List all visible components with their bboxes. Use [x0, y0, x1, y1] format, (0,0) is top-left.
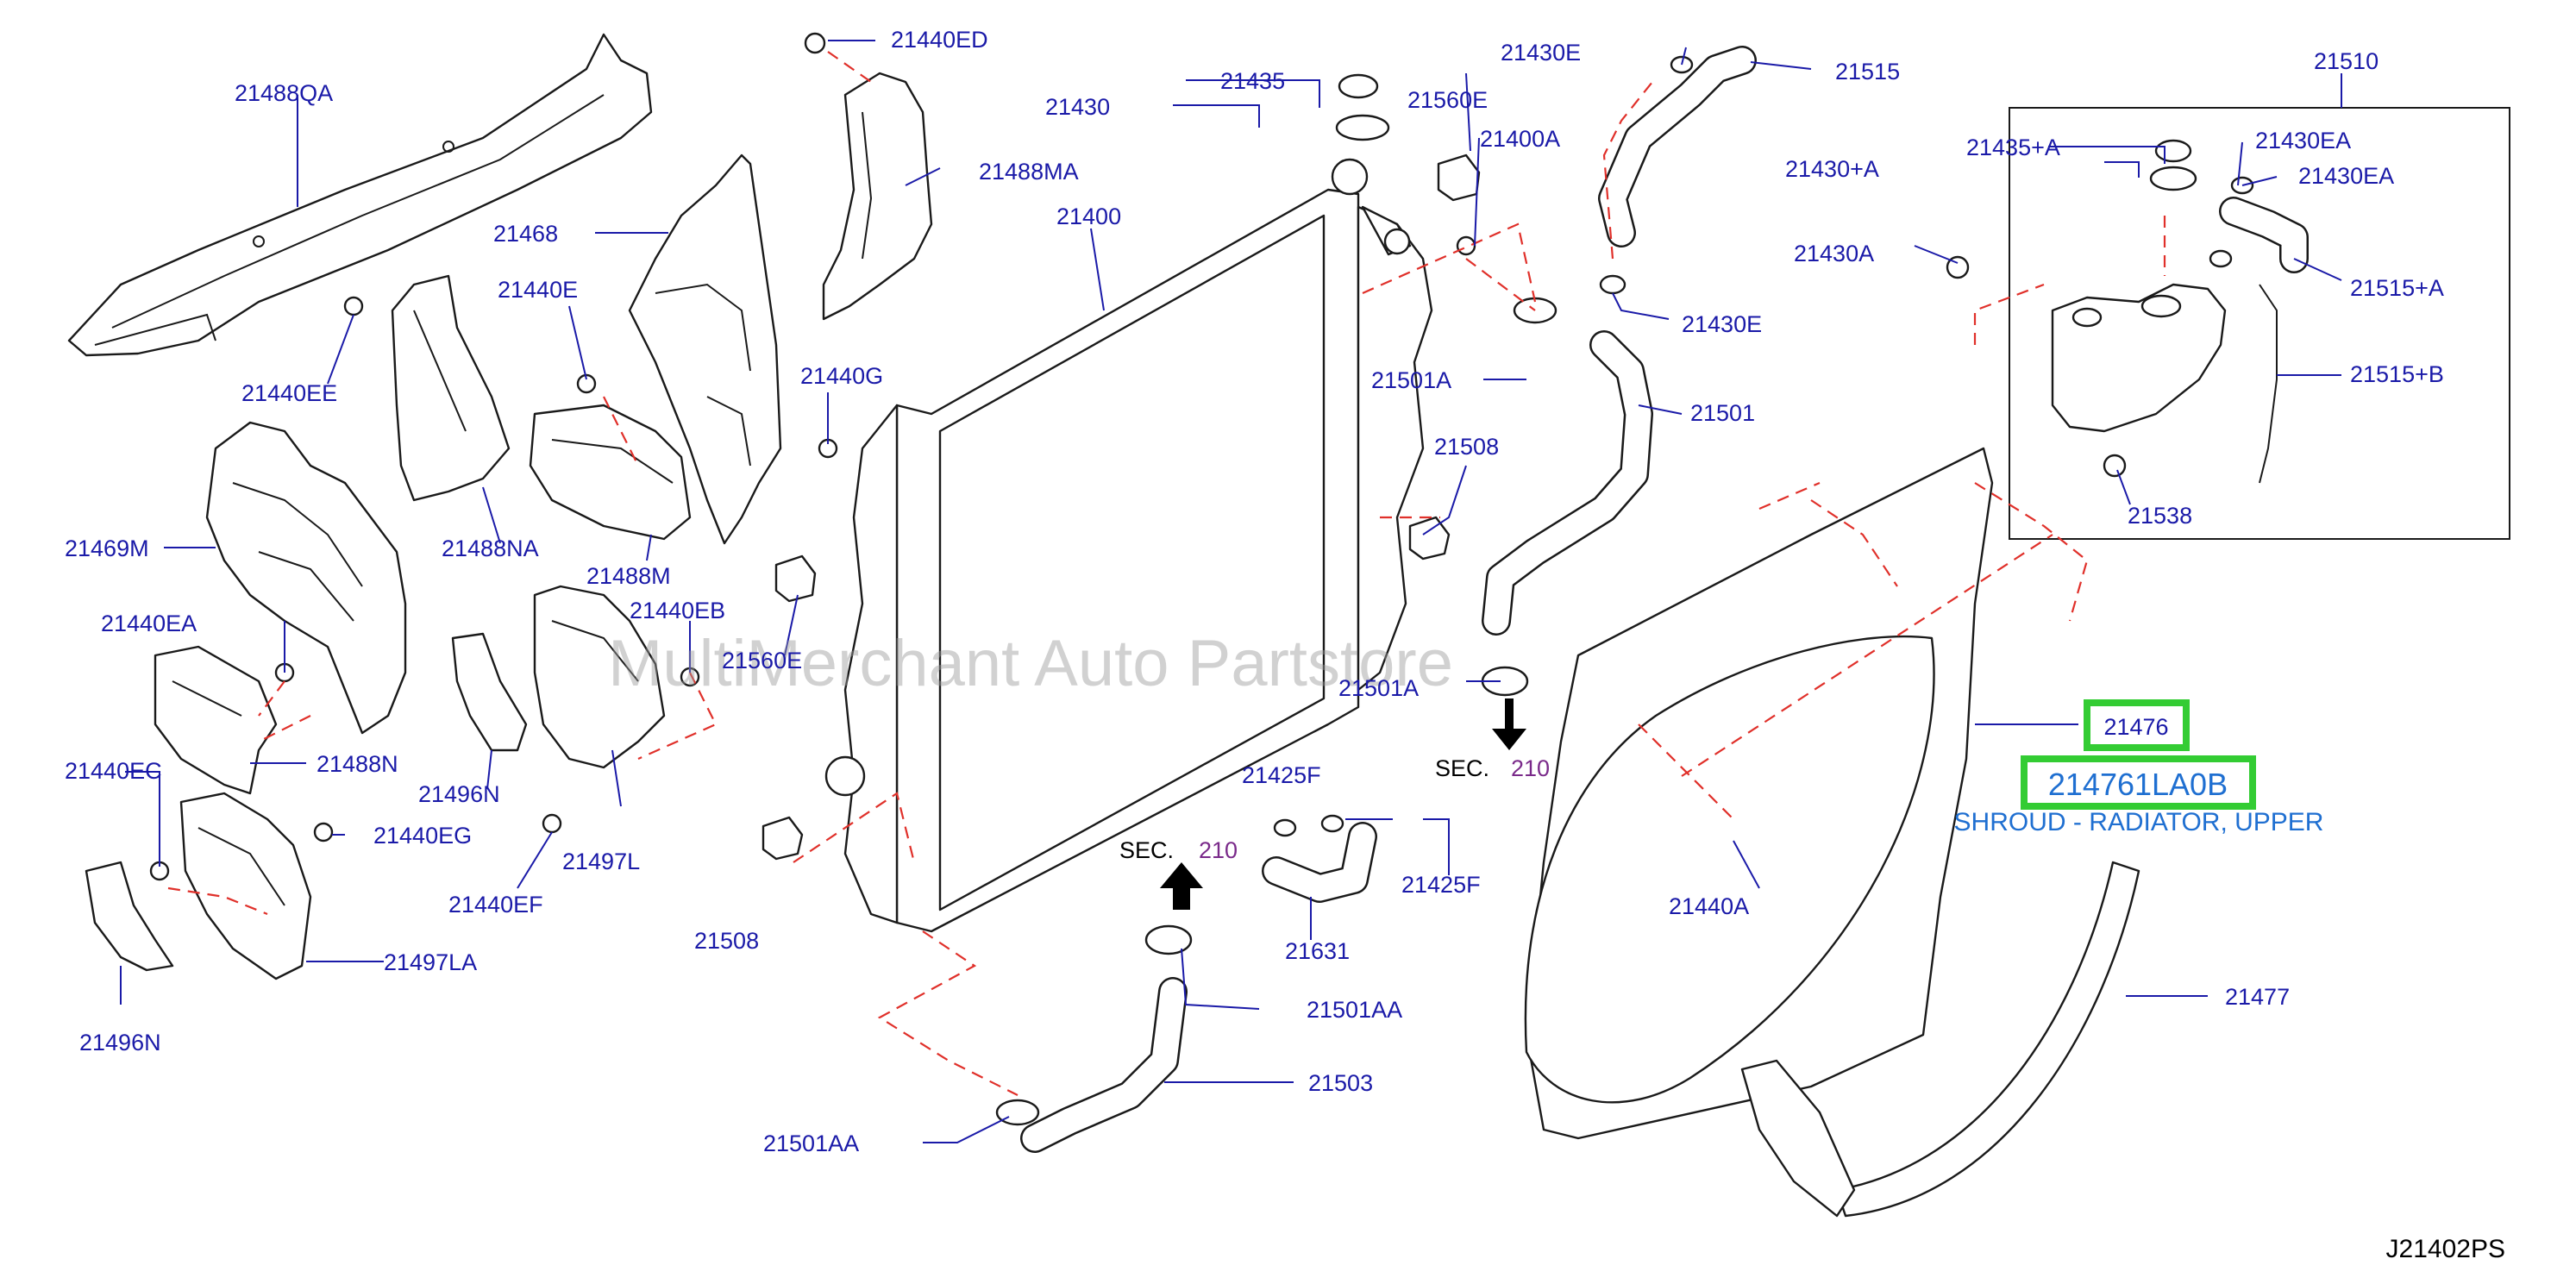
part-label[interactable]: 21560E	[722, 648, 802, 673]
highlight-part-number[interactable]: 21476	[2103, 714, 2168, 740]
part-label[interactable]: 21538	[2128, 503, 2192, 529]
section-arrows	[1160, 698, 1526, 910]
part-label[interactable]: 21497L	[562, 849, 640, 874]
part-left-guide-na	[391, 274, 511, 502]
part-inner-bracket	[628, 153, 782, 545]
part-label[interactable]: 21496N	[79, 1030, 161, 1055]
section-number[interactable]: 210	[1511, 755, 1550, 781]
part-reservoir-tank	[2009, 107, 2510, 540]
part-label[interactable]: 21488NA	[442, 536, 539, 561]
part-label[interactable]: 21501	[1690, 400, 1755, 426]
part-lower-shroud	[1740, 861, 2140, 1218]
part-label[interactable]: 21430A	[1794, 241, 1874, 266]
part-label[interactable]: 21440EG	[373, 823, 472, 849]
part-label[interactable]: 21501A	[1338, 675, 1419, 701]
part-label[interactable]: 21497LA	[384, 949, 477, 975]
indicator-lines	[167, 51, 2166, 1096]
highlight-part-box[interactable]	[2084, 699, 2190, 751]
part-label[interactable]: 21488QA	[235, 80, 333, 106]
part-label[interactable]: 21430E	[1682, 311, 1762, 337]
part-label[interactable]: 21469M	[65, 536, 149, 561]
part-label[interactable]: 21430+A	[1785, 156, 1879, 182]
part-label[interactable]: 21440ED	[891, 27, 988, 53]
part-label[interactable]: 21477	[2225, 984, 2290, 1010]
part-label[interactable]: 21430	[1045, 94, 1110, 120]
part-label[interactable]: 21508	[694, 928, 759, 954]
leader-lines	[120, 40, 2342, 1143]
part-label[interactable]: 21515+B	[2350, 361, 2444, 387]
part-label[interactable]: 21496N	[418, 781, 500, 807]
section-prefix: SEC.	[1435, 755, 1489, 781]
part-label[interactable]: 21515+A	[2350, 275, 2444, 301]
watermark: MultiMerchant Auto Partstore	[608, 627, 1453, 700]
part-label[interactable]: 21631	[1285, 938, 1350, 964]
part-caps	[1335, 73, 2197, 191]
part-guide-la	[179, 792, 312, 980]
part-left-lower-bracket	[205, 421, 407, 735]
section-ref-1[interactable]: SEC. 210	[1435, 755, 1550, 781]
part-label[interactable]: 21510	[2314, 48, 2379, 74]
part-label[interactable]: 21488M	[586, 563, 671, 589]
part-label[interactable]: 21501A	[1371, 367, 1451, 393]
part-label[interactable]: 21425F	[1242, 762, 1321, 788]
diagram-code: J21402PS	[2386, 1235, 2505, 1263]
part-label[interactable]: 21560E	[1407, 87, 1488, 113]
part-label[interactable]: 21468	[493, 221, 558, 247]
part-plate-n	[154, 645, 278, 795]
part-label[interactable]: 21440E	[498, 277, 578, 303]
part-label[interactable]: 21515	[1835, 59, 1900, 85]
part-duct-lower	[85, 861, 174, 972]
part-label[interactable]: 21430EA	[2298, 163, 2394, 189]
highlight-catalog-box[interactable]	[2021, 755, 2256, 810]
part-clamps	[995, 55, 2254, 1126]
part-label[interactable]: 21430E	[1501, 40, 1581, 66]
part-label[interactable]: 21503	[1308, 1070, 1373, 1096]
part-label[interactable]: 21440EE	[241, 380, 337, 406]
part-label[interactable]: 21440EF	[448, 892, 543, 918]
part-bracket-m	[529, 404, 692, 541]
part-label[interactable]: 21400	[1056, 204, 1121, 229]
part-label[interactable]: 21440EB	[630, 598, 725, 623]
highlight-catalog-number[interactable]: 214761LA0B	[2048, 767, 2228, 802]
part-label[interactable]: 21430EA	[2255, 128, 2351, 153]
part-labels: 21488QA 21440ED 21488MA 21435 21430 2156…	[65, 27, 2444, 1156]
part-label[interactable]: 21488N	[317, 751, 398, 777]
part-label[interactable]: 21501AA	[763, 1131, 859, 1156]
part-label[interactable]: 21435	[1220, 68, 1285, 94]
part-label[interactable]: 21440G	[800, 363, 883, 389]
part-label[interactable]: 21501AA	[1307, 997, 1402, 1023]
part-guide-l	[533, 585, 666, 769]
part-radiator	[824, 158, 1433, 933]
part-label[interactable]: 21508	[1434, 434, 1499, 460]
part-duct-upper	[451, 632, 528, 752]
part-label[interactable]: 21440A	[1669, 893, 1749, 919]
highlight-group[interactable]: 21476 214761LA0B SHROUD - RADIATOR, UPPE…	[1954, 699, 2324, 836]
part-label[interactable]: 21440EC	[65, 758, 162, 784]
section-ref-2[interactable]: SEC. 210	[1119, 837, 1238, 863]
section-prefix: SEC.	[1119, 837, 1174, 863]
part-label[interactable]: 21400A	[1480, 126, 1560, 152]
part-label[interactable]: 21425F	[1401, 872, 1481, 898]
section-number[interactable]: 210	[1199, 837, 1238, 863]
part-fan-shroud	[1524, 447, 1994, 1140]
part-upper-plate	[67, 33, 653, 357]
part-label[interactable]: 21435+A	[1966, 135, 2060, 160]
highlight-description: SHROUD - RADIATOR, UPPER	[1954, 808, 2324, 836]
part-label[interactable]: 21440EA	[101, 611, 197, 636]
part-hoses	[1020, 46, 2309, 1153]
part-label[interactable]: 21488MA	[979, 159, 1079, 185]
part-mount-rubbers	[762, 153, 1481, 861]
part-side-air-guide	[822, 72, 933, 321]
